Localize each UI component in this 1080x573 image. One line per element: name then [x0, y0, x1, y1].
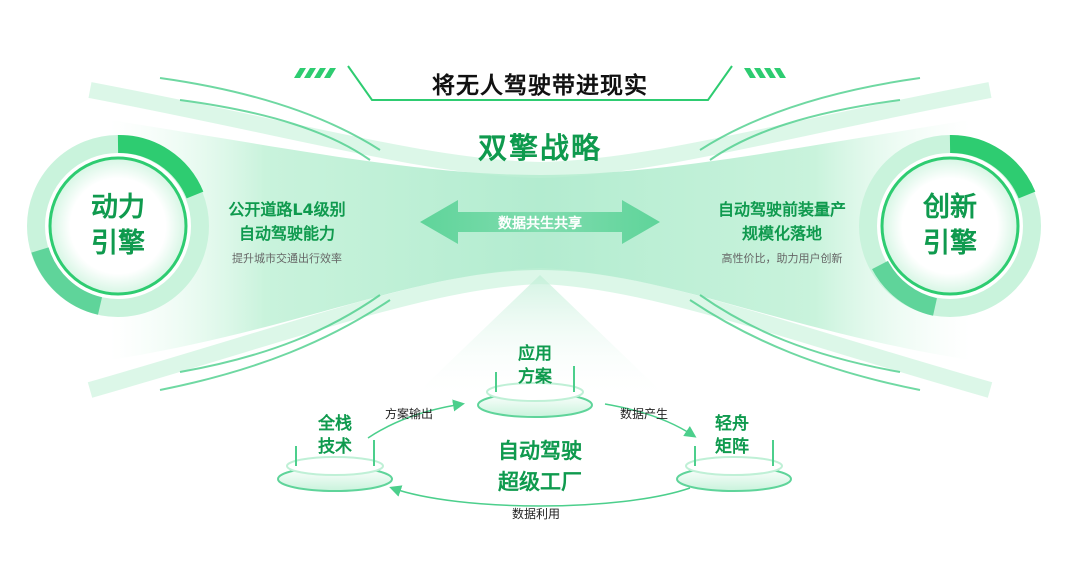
left-engine-name-line2: 引擎 — [91, 228, 145, 259]
flow-label-output: 方案输出 — [385, 407, 434, 421]
flow-arrow-right-to-left — [389, 485, 691, 507]
node-application-line2: 方案 — [518, 367, 552, 387]
double-arrow — [420, 200, 660, 244]
node-application: 应用 方案 — [500, 343, 570, 389]
left-engine-ring — [27, 134, 209, 317]
cone — [410, 275, 670, 400]
bowtie-band — [110, 120, 970, 360]
right-engine-name-line1: 创新 — [923, 192, 977, 223]
page-title: 将无人驾驶带进现实 — [432, 73, 648, 99]
platform-right — [676, 440, 792, 492]
flow-label-generate: 数据产生 — [620, 407, 669, 421]
right-engine-headline: 自动驾驶前装量产 规模化落地 — [702, 198, 862, 246]
node-fullstack-line1: 全栈 — [318, 414, 352, 434]
flow-label-utilize: 数据利用 — [512, 507, 561, 521]
right-engine-headline-line1: 自动驾驶前装量产 — [717, 200, 846, 219]
exchange-label: 数据共生共享 — [498, 216, 582, 232]
platform-top — [477, 366, 593, 418]
node-matrix: 轻舟 矩阵 — [697, 413, 767, 459]
right-engine-desc: 高性价比，助力用户创新 — [721, 252, 843, 265]
flow-arrow-left-to-top — [367, 399, 465, 439]
node-fullstack-line2: 技术 — [318, 437, 352, 457]
title-stripes-right — [744, 68, 786, 78]
strategy-title: 双擎战略 — [477, 131, 603, 165]
node-application-line1: 应用 — [518, 344, 552, 364]
factory-center: 自动驾驶 超级工厂 — [498, 436, 582, 498]
left-engine-name: 动力 引擎 — [73, 190, 163, 262]
node-matrix-line2: 矩阵 — [715, 437, 749, 457]
flow-arrow-top-to-right — [604, 403, 697, 438]
right-engine-headline-line2: 规模化落地 — [741, 224, 822, 243]
title-frame — [347, 65, 733, 101]
left-engine-desc: 提升城市交通出行效率 — [232, 252, 342, 265]
platform-left — [277, 440, 393, 492]
left-engine-headline-line2: 自动驾驶能力 — [238, 224, 335, 243]
speed-lines — [159, 77, 921, 391]
factory-center-line2: 超级工厂 — [498, 470, 582, 494]
factory-center-line1: 自动驾驶 — [498, 439, 582, 463]
left-engine-headline: 公开道路L4级别 自动驾驶能力 — [212, 198, 362, 246]
left-engine-headline-line1: 公开道路L4级别 — [228, 200, 346, 219]
title-stripes-left — [294, 68, 336, 78]
node-matrix-line1: 轻舟 — [715, 414, 749, 434]
right-engine-name-line2: 引擎 — [923, 228, 977, 259]
node-fullstack: 全栈 技术 — [300, 413, 370, 459]
left-engine-name-line1: 动力 — [91, 192, 145, 223]
bowtie-top-edge — [88, 82, 992, 179]
right-engine-ring — [859, 134, 1041, 317]
right-engine-name: 创新 引擎 — [905, 190, 995, 262]
